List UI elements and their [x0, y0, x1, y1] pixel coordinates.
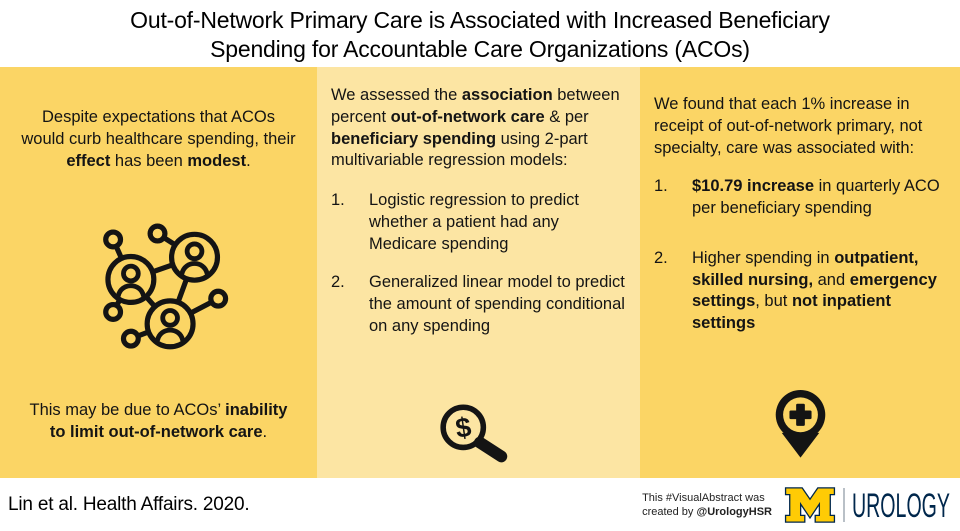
title-area: Out-of-Network Primary Care is Associate…: [0, 0, 960, 67]
attribution-handle: @UrologyHSR: [696, 505, 772, 518]
list-number: 2.: [654, 248, 668, 267]
list-text: Higher spending in outpatient, skilled n…: [692, 248, 937, 333]
results-intro: We found that each 1% increase in receip…: [654, 95, 923, 157]
list-number: 2.: [331, 273, 345, 292]
page-title-line-2: Spending for Accountable Care Organizati…: [210, 35, 750, 62]
university-logo: UROLOGY: [784, 486, 954, 524]
list-item: 1. Logistic regression to predict whethe…: [331, 190, 626, 255]
attribution-line-1: This #VisualAbstract was: [642, 491, 765, 504]
page-title-line-1: Out-of-Network Primary Care is Associate…: [130, 6, 830, 33]
background-statement: Despite expectations that ACOs would cur…: [21, 108, 296, 170]
methods-intro: We assessed the association between perc…: [331, 86, 620, 170]
footer: Lin et al. Health Affairs. 2020. This #V…: [0, 478, 960, 531]
attribution: This #VisualAbstract was created by @Uro…: [642, 491, 784, 519]
list-text: $10.79 increase in quarterly ACO per ben…: [692, 177, 940, 218]
list-text: Generalized linear model to predict the …: [369, 273, 625, 335]
list-item: 2. Higher spending in outpatient, skille…: [654, 248, 946, 335]
citation: Lin et al. Health Affairs. 2020.: [8, 493, 250, 515]
block-m-icon: [784, 486, 836, 523]
panels-row: Despite expectations that ACOs would cur…: [0, 67, 960, 478]
methods-list: 1. Logistic regression to predict whethe…: [331, 190, 626, 338]
dollar-glyph: $: [453, 411, 473, 444]
panel-results: We found that each 1% increase in receip…: [640, 67, 960, 478]
panel-background-left: Despite expectations that ACOs would cur…: [0, 67, 317, 478]
results-list: 1. $10.79 increase in quarterly ACO per …: [654, 176, 946, 335]
list-item: 1. $10.79 increase in quarterly ACO per …: [654, 176, 946, 220]
list-number: 1.: [654, 177, 668, 196]
conclusion-statement: This may be due to ACOs’ inability to li…: [29, 401, 288, 442]
logo-divider: [843, 487, 845, 522]
list-number: 1.: [331, 191, 345, 210]
panel-methods: We assessed the association between perc…: [317, 67, 640, 478]
network-people-icon: [85, 211, 233, 363]
list-text: Logistic regression to predict whether a…: [369, 191, 580, 253]
attribution-line-2: created by @UrologyHSR: [642, 505, 772, 518]
map-pin-plus-icon: [767, 386, 834, 468]
svg-text:UROLOGY: UROLOGY: [852, 487, 950, 524]
urology-wordmark: UROLOGY: [852, 487, 950, 524]
list-item: 2. Generalized linear model to predict t…: [331, 272, 626, 337]
magnifier-dollar-icon: $: [430, 398, 527, 472]
